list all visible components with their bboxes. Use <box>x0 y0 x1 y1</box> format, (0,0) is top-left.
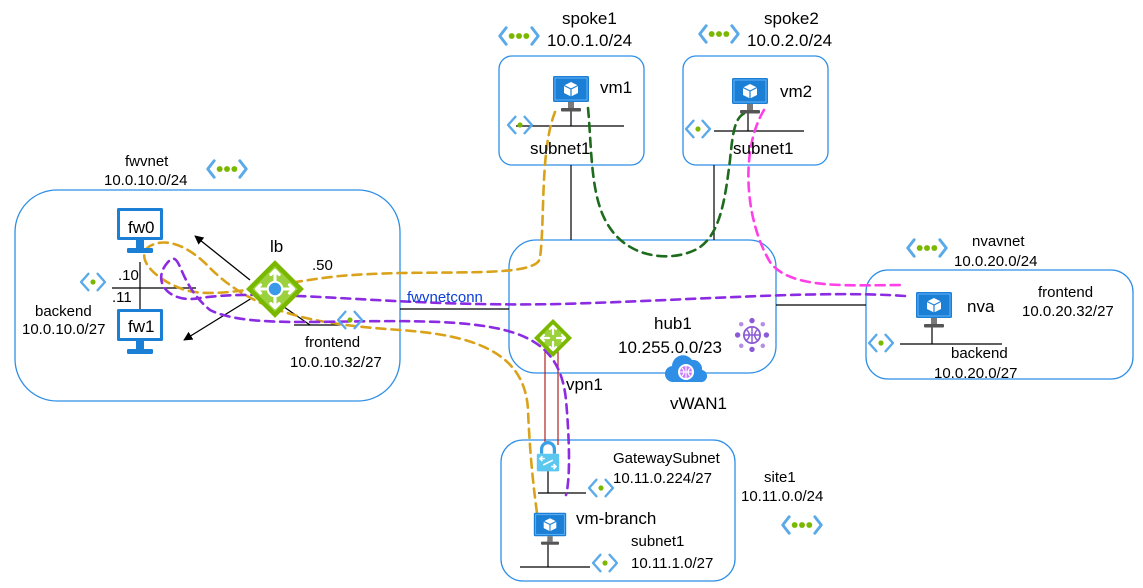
fwvnet-name: fwvnet <box>125 153 169 170</box>
fwvnetconn-label: fwvnetconn <box>407 289 483 306</box>
spoke2-name: spoke2 <box>764 9 819 28</box>
flow-gold <box>143 110 557 522</box>
nvavnet-vnet-icon <box>906 238 948 258</box>
hub1-name: hub1 <box>654 314 692 333</box>
spoke1-subnet-label: subnet1 <box>530 139 591 158</box>
gateway-subnet-label: GatewaySubnet <box>613 450 721 467</box>
lb-arrows <box>183 235 253 341</box>
gateway-subnet-cidr: 10.11.0.224/27 <box>613 470 712 487</box>
nvavnet-cidr: 10.0.20.0/24 <box>954 253 1037 270</box>
fw0-ip: .10 <box>118 267 139 284</box>
site1-cidr: 10.11.0.0/24 <box>741 488 823 505</box>
site1-subnet-label: subnet1 <box>631 533 684 550</box>
nvavnet-name: nvavnet <box>972 233 1025 250</box>
flow-magenta <box>747 108 907 287</box>
fwvnet-vnet-icon <box>206 159 248 179</box>
site1-box <box>500 439 736 582</box>
vm1-label: vm1 <box>600 78 632 97</box>
site1-subnet-cidr: 10.11.1.0/27 <box>631 555 713 572</box>
vwan1-label: vWAN1 <box>670 394 727 413</box>
vpn1-label: vpn1 <box>566 375 603 394</box>
hub1-cidr: 10.255.0.0/23 <box>618 338 722 357</box>
site1-name: site1 <box>764 469 796 486</box>
lb-ip: .50 <box>312 257 333 274</box>
nva-backend-label: backend <box>951 345 1008 362</box>
spoke1-cidr: 10.0.1.0/24 <box>547 31 632 50</box>
fwvnet-cidr: 10.0.10.0/24 <box>104 172 187 189</box>
hub1-box <box>508 239 777 374</box>
virtual-hub-icon <box>734 317 770 353</box>
traffic-flows <box>143 106 907 522</box>
nva-frontend-label: frontend <box>1038 284 1093 301</box>
fwvnet-backend-cidr: 10.0.10.0/27 <box>22 321 105 338</box>
spoke1-vnet-icon <box>498 26 540 46</box>
spoke2-cidr: 10.0.2.0/24 <box>747 31 832 50</box>
nva-frontend-cidr: 10.0.20.32/27 <box>1022 303 1114 320</box>
site1-vnet-icon <box>781 515 823 535</box>
fwvnet-frontend-label: frontend <box>305 334 360 351</box>
fwvnet-box <box>14 189 401 402</box>
vm-branch-label: vm-branch <box>576 509 656 528</box>
spoke2-subnet-label: subnet1 <box>733 139 794 158</box>
nva-label: nva <box>967 297 995 316</box>
fwvnet-frontend-cidr: 10.0.10.32/27 <box>290 354 382 371</box>
nva-backend-cidr: 10.0.20.0/27 <box>934 365 1017 382</box>
flow-purple <box>160 257 907 497</box>
fw0-label: fw0 <box>128 218 154 237</box>
fwvnet-backend-label: backend <box>35 303 92 320</box>
lb-label: lb <box>270 237 283 256</box>
fw1-ip: .11 <box>112 289 132 306</box>
spoke2-vnet-icon <box>698 24 740 44</box>
vm2-label: vm2 <box>780 82 812 101</box>
flow-green <box>586 106 750 258</box>
spoke1-name: spoke1 <box>562 9 617 28</box>
fw1-label: fw1 <box>128 317 154 336</box>
